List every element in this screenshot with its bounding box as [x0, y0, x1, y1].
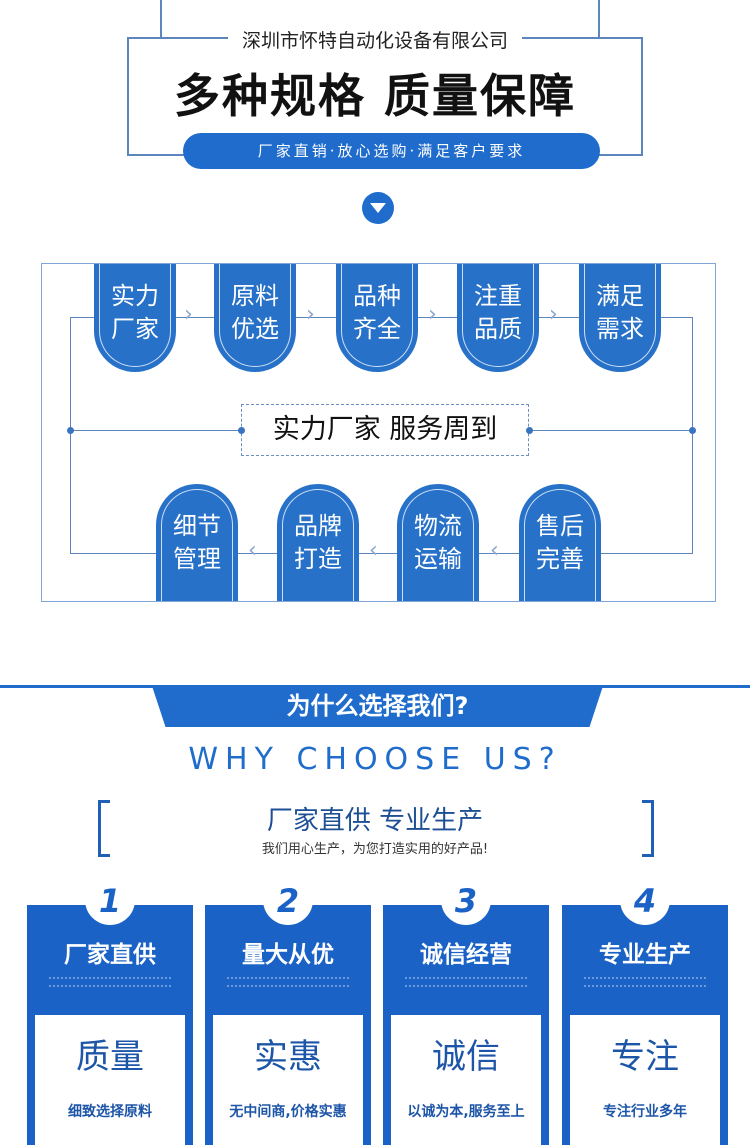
card-title: 厂家直供 [64, 942, 156, 968]
card-body: 质量细致选择原料 [35, 1015, 185, 1145]
dot [67, 427, 74, 434]
english-heading: WHY CHOOSE US? [188, 742, 562, 777]
decorative-text [227, 977, 349, 987]
card-keyword: 实惠 [254, 1037, 322, 1077]
card-desc: 细致选择原料 [68, 1104, 152, 1120]
headline: 厂家直供 专业生产 [266, 806, 484, 836]
step-pill: 满足需求 [579, 264, 661, 372]
slogan-banner: 厂家直销·放心选购·满足客户要求 [183, 133, 600, 169]
card-number: 1 [85, 875, 135, 925]
right-bracket [642, 800, 654, 857]
card-body: 诚信以诚为本,服务至上 [391, 1015, 541, 1145]
dot [689, 427, 696, 434]
step-pill: 细节管理 [156, 484, 238, 601]
step-pill: 原料优选 [214, 264, 296, 372]
card-keyword: 质量 [76, 1037, 144, 1077]
feature-card: 3 诚信经营 诚信以诚为本,服务至上 [383, 875, 549, 1145]
card-body: 实惠无中间商,价格实惠 [213, 1015, 363, 1145]
step-pill: 品牌打造 [277, 484, 359, 601]
chevron-right-icon: › [306, 302, 315, 327]
company-name: 深圳市怀特自动化设备有限公司 [0, 26, 750, 53]
flow-line [692, 317, 693, 554]
card-number: 2 [263, 875, 313, 925]
chevron-left-icon: ‹ [248, 538, 257, 563]
card-keyword: 专注 [611, 1037, 679, 1077]
step-pill: 售后完善 [519, 484, 601, 601]
section-tab: 为什么选择我们? [152, 686, 603, 727]
chevron-left-icon: ‹ [490, 538, 499, 563]
subline: 我们用心生产，为您打造实用的好产品! [261, 842, 489, 857]
card-title: 诚信经营 [420, 942, 512, 968]
feature-card: 2 量大从优 实惠无中间商,价格实惠 [205, 875, 371, 1145]
card-desc: 专注行业多年 [603, 1104, 687, 1120]
feature-card: 1 厂家直供 质量细致选择原料 [27, 875, 193, 1145]
card-desc: 无中间商,价格实惠 [229, 1104, 347, 1120]
card-number: 4 [620, 875, 670, 925]
dot [526, 427, 533, 434]
dot [238, 427, 245, 434]
card-number: 3 [441, 875, 491, 925]
chevron-left-icon: ‹ [369, 538, 378, 563]
card-title: 专业生产 [599, 942, 691, 968]
decorative-text [584, 977, 706, 987]
decorative-text [49, 977, 171, 987]
step-pill: 注重品质 [457, 264, 539, 372]
feature-card: 4 专业生产 专注专注行业多年 [562, 875, 728, 1145]
chevron-right-icon: › [549, 302, 558, 327]
card-body: 专注专注行业多年 [570, 1015, 720, 1145]
chevron-right-icon: › [428, 302, 437, 327]
chevron-right-icon: › [184, 302, 193, 327]
flow-line [70, 317, 71, 554]
frame-line [598, 0, 600, 38]
down-arrow-icon [362, 192, 394, 224]
card-desc: 以诚为本,服务至上 [407, 1104, 525, 1120]
card-title: 量大从优 [242, 942, 334, 968]
left-bracket [98, 800, 110, 857]
step-pill: 物流运输 [397, 484, 479, 601]
card-keyword: 诚信 [432, 1037, 500, 1077]
step-pill: 品种齐全 [336, 264, 418, 372]
process-diagram: 实力厂家 服务周到 实力厂家 原料优选 品种齐全 注重品质 满足需求 › › ›… [41, 263, 716, 602]
page-title: 多种规格 质量保障 [173, 69, 576, 123]
step-pill: 实力厂家 [94, 264, 176, 372]
center-label: 实力厂家 服务周到 [241, 404, 529, 456]
flow-line [70, 553, 692, 554]
decorative-text [405, 977, 527, 987]
frame-line [160, 0, 162, 38]
